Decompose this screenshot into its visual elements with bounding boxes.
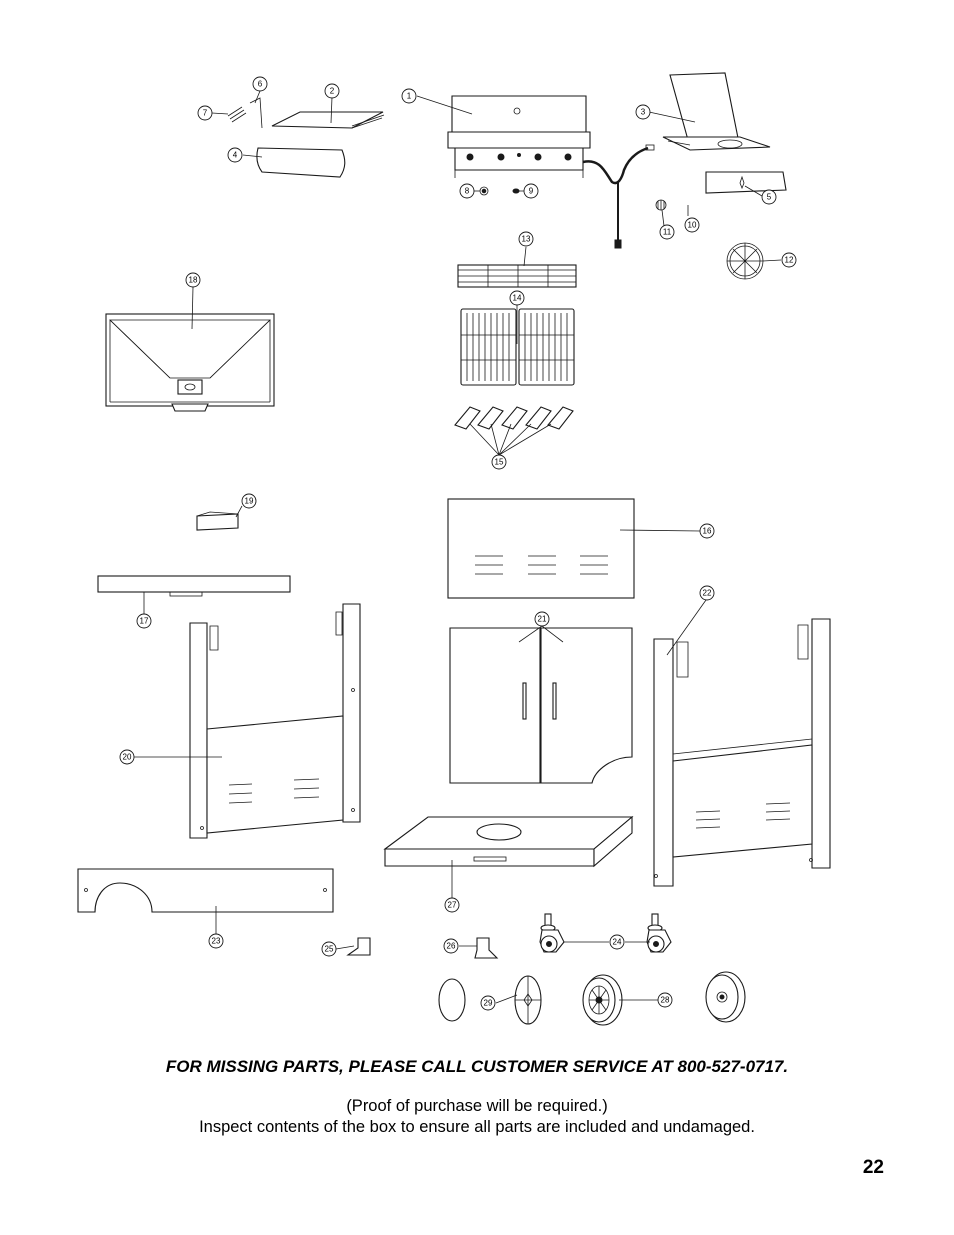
callout-8: 8 xyxy=(459,183,475,199)
exploded-parts-diagram: 1 2 3 4 5 6 7 8 9 10 11 12 13 14 15 16 1… xyxy=(77,72,831,1026)
svg-text:3: 3 xyxy=(641,108,646,117)
callout-15: 15 xyxy=(491,454,507,470)
callout-22: 22 xyxy=(699,585,715,601)
part-wheel-solid xyxy=(705,971,746,1023)
callout-12: 12 xyxy=(781,252,797,268)
part-left-side-frame xyxy=(189,603,361,839)
page-number: 22 xyxy=(862,1157,884,1178)
svg-text:8: 8 xyxy=(465,187,470,196)
callout-19: 19 xyxy=(241,493,257,509)
inspect-contents-note: Inspect contents of the box to ensure al… xyxy=(199,1118,755,1136)
callout-1: 1 xyxy=(401,88,417,104)
svg-text:2: 2 xyxy=(330,87,335,96)
svg-text:14: 14 xyxy=(513,294,522,303)
proof-of-purchase-note: (Proof of purchase will be required.) xyxy=(346,1097,608,1115)
callout-3: 3 xyxy=(635,104,651,120)
svg-text:15: 15 xyxy=(495,458,504,467)
callout-5: 5 xyxy=(761,189,777,205)
part-screws xyxy=(227,106,247,123)
part-grill-head xyxy=(447,95,591,178)
callout-18: 18 xyxy=(185,272,201,288)
callout-14: 14 xyxy=(509,290,525,306)
svg-text:19: 19 xyxy=(245,497,254,506)
part-bracket-a xyxy=(346,937,371,956)
svg-text:20: 20 xyxy=(123,753,132,762)
svg-text:12: 12 xyxy=(785,256,794,265)
svg-text:29: 29 xyxy=(484,999,493,1008)
callout-26: 26 xyxy=(443,938,459,954)
part-heat-shield xyxy=(256,147,346,178)
part-back-panel xyxy=(447,498,635,599)
part-front-brace xyxy=(77,868,334,913)
part-upper-grate xyxy=(457,264,577,288)
svg-text:6: 6 xyxy=(258,80,263,89)
part-doors xyxy=(449,627,633,784)
part-bottom-shelf xyxy=(383,815,634,868)
svg-text:21: 21 xyxy=(538,615,547,624)
part-bracket-b xyxy=(474,937,499,959)
svg-text:13: 13 xyxy=(522,235,531,244)
part-side-burner xyxy=(662,72,771,151)
part-grease-tray xyxy=(97,575,291,597)
callout-20: 20 xyxy=(119,749,135,765)
svg-text:17: 17 xyxy=(140,617,149,626)
callout-2: 2 xyxy=(324,83,340,99)
part-warming-rack xyxy=(271,111,385,129)
callout-7: 7 xyxy=(197,105,213,121)
callout-13: 13 xyxy=(518,231,534,247)
svg-text:18: 18 xyxy=(189,276,198,285)
callout-9: 9 xyxy=(523,183,539,199)
part-grease-cup xyxy=(196,511,239,531)
callout-17: 17 xyxy=(136,613,152,629)
part-knob xyxy=(479,186,489,196)
svg-text:5: 5 xyxy=(767,193,772,202)
svg-text:1: 1 xyxy=(407,92,412,101)
svg-text:4: 4 xyxy=(233,151,238,160)
svg-text:16: 16 xyxy=(703,527,712,536)
callout-6: 6 xyxy=(252,76,268,92)
part-small-knob xyxy=(655,199,667,211)
callout-27: 27 xyxy=(444,897,460,913)
part-caster-left xyxy=(539,913,565,953)
part-hubcap-plain xyxy=(438,978,466,1022)
svg-text:23: 23 xyxy=(212,937,221,946)
callout-11: 11 xyxy=(659,224,675,240)
part-tool xyxy=(249,97,263,129)
callout-23: 23 xyxy=(208,933,224,949)
callout-29: 29 xyxy=(480,995,496,1011)
part-side-control-panel xyxy=(705,171,787,194)
callout-10: 10 xyxy=(684,217,700,233)
part-cooking-grates xyxy=(460,308,575,386)
part-right-side-frame xyxy=(653,618,831,887)
svg-text:10: 10 xyxy=(688,221,697,230)
part-bezel xyxy=(512,188,520,194)
callout-24: 24 xyxy=(609,934,625,950)
part-gas-hose xyxy=(582,144,655,249)
svg-text:22: 22 xyxy=(703,589,712,598)
part-burner-grate xyxy=(726,242,764,280)
part-wheel-spoked xyxy=(582,974,623,1026)
svg-text:11: 11 xyxy=(663,228,672,237)
part-caster-right xyxy=(646,913,672,953)
svg-text:9: 9 xyxy=(529,187,534,196)
svg-text:27: 27 xyxy=(448,901,457,910)
part-flame-tamers xyxy=(454,406,574,430)
svg-text:28: 28 xyxy=(661,996,670,1005)
missing-parts-notice: FOR MISSING PARTS, PLEASE CALL CUSTOMER … xyxy=(165,1057,789,1076)
part-hubcap-ribbed xyxy=(514,975,542,1025)
svg-text:26: 26 xyxy=(447,942,456,951)
callout-28: 28 xyxy=(657,992,673,1008)
callout-16: 16 xyxy=(699,523,715,539)
svg-text:7: 7 xyxy=(203,109,208,118)
part-firebox xyxy=(105,313,275,412)
callout-21: 21 xyxy=(534,611,550,627)
svg-text:24: 24 xyxy=(613,938,622,947)
callout-25: 25 xyxy=(321,941,337,957)
callout-4: 4 xyxy=(227,147,243,163)
svg-text:25: 25 xyxy=(325,945,334,954)
